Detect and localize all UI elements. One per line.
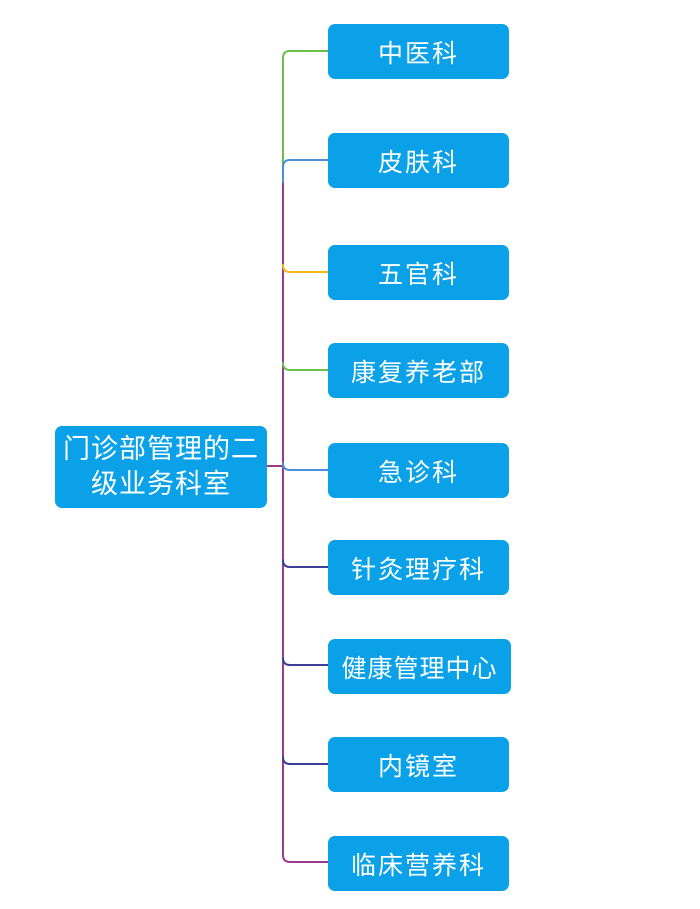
branch-connector: [282, 462, 329, 471]
branch-connector: [282, 756, 329, 765]
branch-connector: [282, 362, 329, 371]
branch-connector: [282, 264, 329, 273]
branch-node-label: 临床营养科: [350, 850, 486, 880]
branch-connector: [282, 159, 329, 183]
branch-node-emergency[interactable]: 急诊科: [328, 443, 509, 498]
branch-node-clinical-nutrition[interactable]: 临床营养科: [328, 836, 509, 891]
branch-connector: [282, 559, 329, 568]
branch-node-label: 急诊科: [377, 457, 459, 487]
branch-node-label: 针灸理疗科: [350, 554, 486, 584]
branch-node-label: 皮肤科: [377, 147, 459, 177]
branch-node-tcm[interactable]: 中医科: [328, 24, 509, 79]
branch-node-acupuncture-physio[interactable]: 针灸理疗科: [328, 540, 509, 595]
branch-node-endoscopy-room[interactable]: 内镜室: [328, 737, 509, 792]
branch-node-label: 五官科: [377, 259, 459, 289]
branch-connector: [282, 657, 329, 666]
branch-node-label: 健康管理中心: [341, 653, 498, 683]
branch-connector: [282, 854, 329, 863]
branch-node-dermatology[interactable]: 皮肤科: [328, 133, 509, 188]
branch-node-ent[interactable]: 五官科: [328, 245, 509, 300]
branch-node-rehab-elderly-care[interactable]: 康复养老部: [328, 343, 509, 398]
root-node-label: 门诊部管理的二级业务科室: [63, 434, 259, 500]
root-node[interactable]: 门诊部管理的二级业务科室: [55, 426, 267, 508]
branch-node-label: 康复养老部: [350, 357, 486, 387]
branch-node-label: 内镜室: [377, 751, 459, 781]
branch-node-label: 中医科: [377, 38, 459, 68]
branch-node-health-management-center[interactable]: 健康管理中心: [328, 639, 511, 694]
branch-connector: [282, 50, 329, 183]
